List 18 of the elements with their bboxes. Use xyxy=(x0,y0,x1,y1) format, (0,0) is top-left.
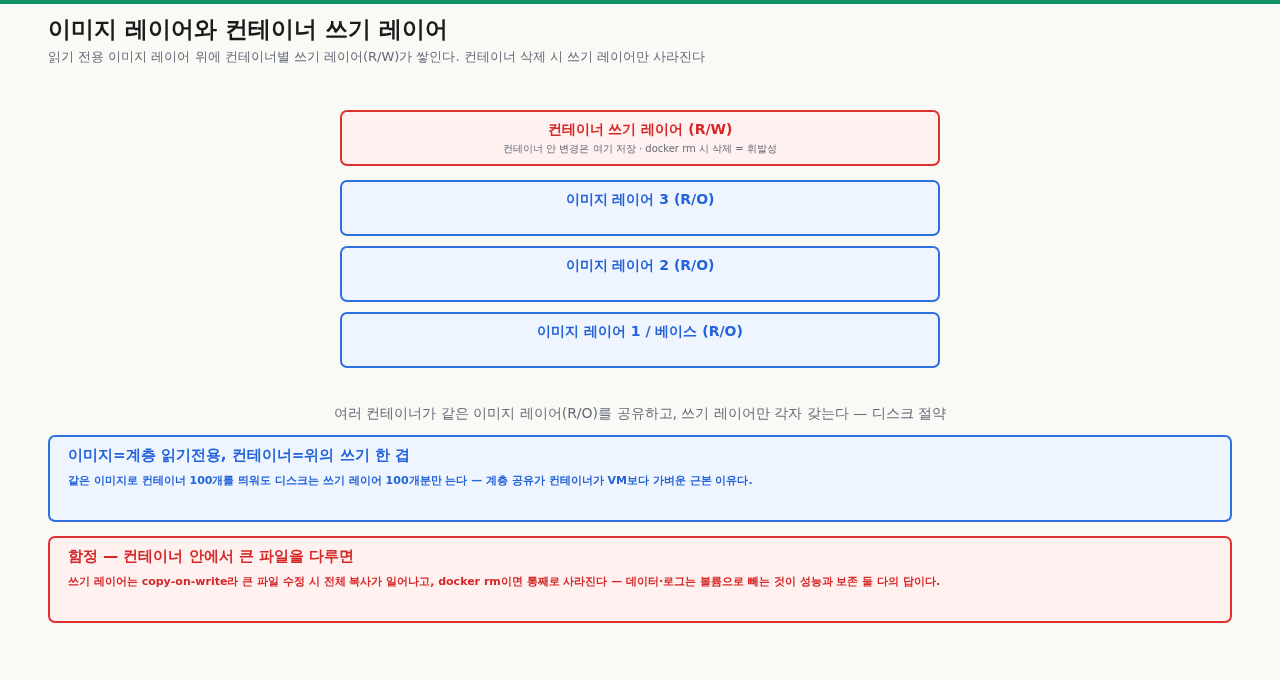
layer-title: 컨테이너 쓰기 레이어 (R/W) xyxy=(546,121,734,139)
layer-description: 컨테이너 안 변경은 여기 저장 · docker rm 시 삭제 = 휘발성 xyxy=(502,142,778,156)
title: 이미지 레이어와 컨테이너 쓰기 레이어 xyxy=(48,15,449,44)
layer-title: 이미지 레이어 3 (R/O) xyxy=(564,191,716,209)
note: 여러 컨테이너가 같은 이미지 레이어(R/O)를 공유하고, 쓰기 레이어만 각자 갖는다 — 디스크 절약 xyxy=(332,405,948,423)
layer-title: 이미지 레이어 1 / 베이스 (R/O) xyxy=(536,323,744,341)
warning-callout xyxy=(48,536,1232,623)
image-layer-box xyxy=(340,312,940,368)
info-callout xyxy=(48,435,1232,522)
write-layer-box xyxy=(340,110,940,166)
callout-text: 쓰기 레이어는 copy-on-write라 큰 파일 수정 시 전체 복사가 일어나고, docker rm이면 통째로 사라진다 — 데이터·로그는 볼륨으로 빼는 것이 성능과 보존 둘 다의 답이다. xyxy=(68,574,942,589)
callout-heading: 함정 — 컨테이너 안에서 큰 파일을 다루면 xyxy=(68,547,356,566)
image-layer-box xyxy=(340,246,940,302)
callout-text: 같은 이미지로 컨테이너 100개를 띄워도 디스크는 쓰기 레이어 100개분만 는다 — 계층 공유가 컨테이너가 VM보다 가벼운 근본 이유다. xyxy=(68,473,754,488)
subtitle: 읽기 전용 이미지 레이어 위에 컨테이너별 쓰기 레이어(R/W)가 쌓인다. 컨테이너 삭제 시 쓰기 레이어만 사라진다 xyxy=(48,48,707,66)
layer-title: 이미지 레이어 2 (R/O) xyxy=(564,257,716,275)
image-layer-box xyxy=(340,180,940,236)
callout-heading: 이미지=계층 읽기전용, 컨테이너=위의 쓰기 한 겹 xyxy=(68,446,411,465)
